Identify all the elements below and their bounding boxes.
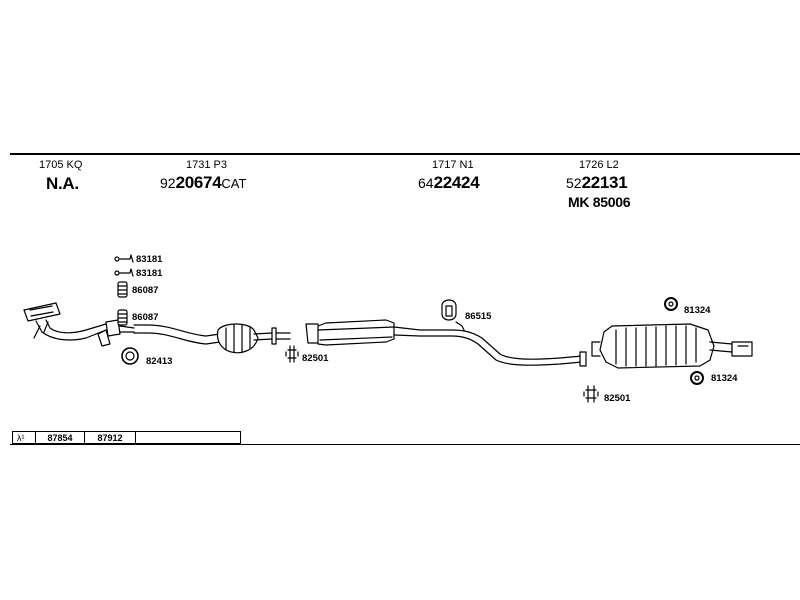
footer-row: λ¹ 87854 87912 xyxy=(12,431,241,444)
group-3-number: 6422424 xyxy=(418,173,480,193)
hanger-part xyxy=(441,299,465,331)
part-label-spring-1: 86087 xyxy=(132,285,159,296)
group-2-main-number: 20674 xyxy=(175,173,222,192)
group-3-main-number: 22424 xyxy=(433,173,480,192)
footer-cell-3 xyxy=(135,431,241,444)
part-label-clamp-middle: 82501 xyxy=(302,353,329,364)
bottom-rule xyxy=(10,444,800,445)
part-label-hanger: 86515 xyxy=(465,311,492,322)
footer-cell-2: 87912 xyxy=(84,431,136,444)
group-2-suffix: CAT xyxy=(221,176,247,191)
middle-silencer xyxy=(305,319,587,367)
front-pipe xyxy=(23,302,135,347)
clamp-small-parts xyxy=(114,254,134,277)
gasket-part xyxy=(121,347,139,365)
group-1-code: 1705 KQ xyxy=(39,159,83,171)
part-label-rubber-top: 81324 xyxy=(684,305,711,316)
clamp-rear-part xyxy=(583,385,599,403)
footer-table: λ¹ 87854 87912 xyxy=(12,431,241,444)
catalytic-converter xyxy=(133,323,291,354)
part-label-clamp-1: 83181 xyxy=(136,254,163,265)
part-label-spring-2: 86087 xyxy=(132,312,159,323)
group-1-main: N.A. xyxy=(46,174,79,193)
rear-silencer xyxy=(591,323,753,369)
group-4-code: 1726 L2 xyxy=(579,159,619,171)
part-label-clamp-rear: 82501 xyxy=(604,393,631,404)
part-label-rubber-bottom: 81324 xyxy=(711,373,738,384)
part-label-gasket: 82413 xyxy=(146,356,173,367)
group-2-number: 9220674CAT xyxy=(160,173,246,193)
group-4-main-number: 22131 xyxy=(581,173,628,192)
footer-symbol: λ¹ xyxy=(12,431,36,444)
clamp-middle-part xyxy=(285,345,299,363)
group-3-prefix: 64 xyxy=(418,175,434,191)
rubber-mount-parts xyxy=(664,297,704,385)
footer-cell-1: 87854 xyxy=(35,431,85,444)
top-rule xyxy=(10,153,800,155)
part-label-clamp-2: 83181 xyxy=(136,268,163,279)
spring-parts xyxy=(117,281,128,326)
group-2-prefix: 92 xyxy=(160,175,176,191)
group-3-code: 1717 N1 xyxy=(432,159,474,171)
group-2-code: 1731 P3 xyxy=(186,159,227,171)
group-4-prefix: 52 xyxy=(566,175,582,191)
group-4-number: 5222131 xyxy=(566,173,628,193)
group-4-extra: MK 85006 xyxy=(568,194,631,210)
